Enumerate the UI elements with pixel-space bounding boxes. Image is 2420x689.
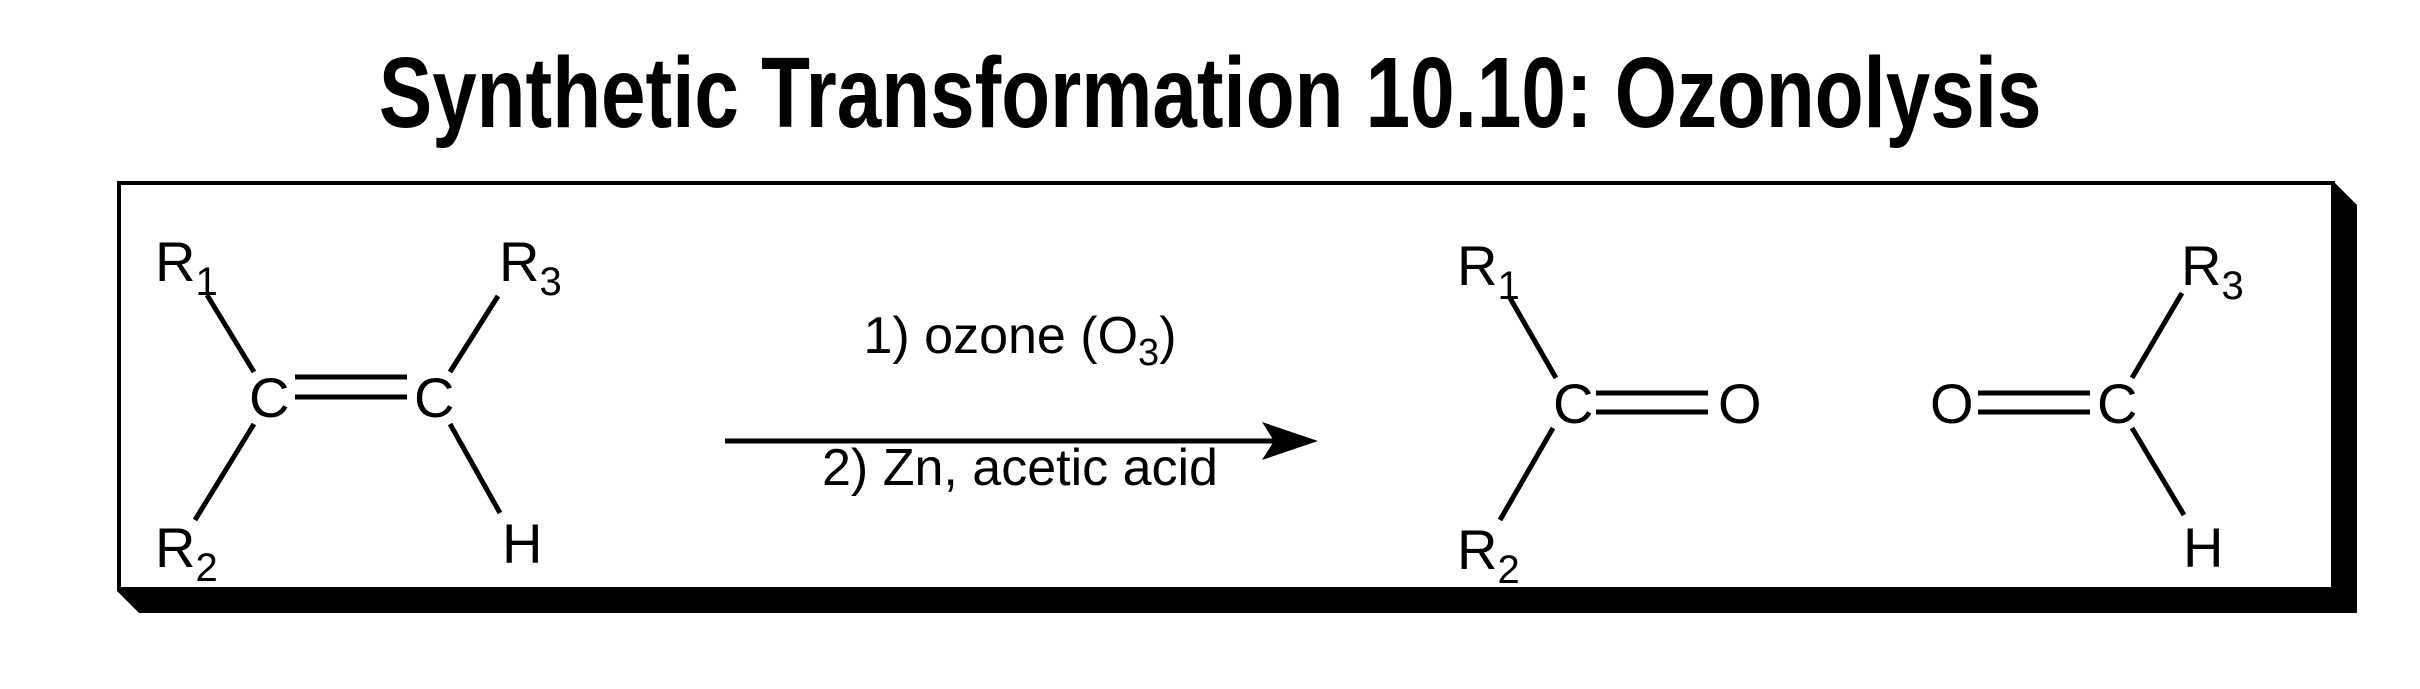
ketone-r2-label: R2 <box>1457 518 1520 592</box>
reactant-carbon-left: C <box>249 366 290 429</box>
aldehyde-carbon: C <box>2097 372 2138 435</box>
product-bonds <box>1497 291 2187 522</box>
ketone-r1-label: R1 <box>1457 234 1520 308</box>
reagent-step-1: 1) ozone (O3) <box>863 307 1177 374</box>
reactant-carbon-right: C <box>414 366 455 429</box>
ketone-oxygen: O <box>1718 372 1762 435</box>
page-title: Synthetic Transformation 10.10: Ozonolys… <box>0 38 2420 148</box>
reactant-hydrogen: H <box>502 512 543 575</box>
reactant-r2-label: R2 <box>155 516 218 590</box>
reagent-step-2: 2) Zn, acetic acid <box>822 439 1218 497</box>
title-text: Synthetic Transformation 10.10: Ozonolys… <box>378 37 2042 149</box>
aldehyde-hydrogen: H <box>2183 516 2224 579</box>
panel-frame <box>117 181 2335 591</box>
reactant-r1-label: R1 <box>155 230 218 304</box>
aldehyde-r3-label: R3 <box>2181 234 2244 308</box>
aldehyde-oxygen: O <box>1930 372 1974 435</box>
reactant-r3-label: R3 <box>499 230 562 304</box>
reaction-arrow <box>725 422 1318 460</box>
ketone-carbon: C <box>1553 372 1594 435</box>
reactant-bonds <box>192 293 503 522</box>
